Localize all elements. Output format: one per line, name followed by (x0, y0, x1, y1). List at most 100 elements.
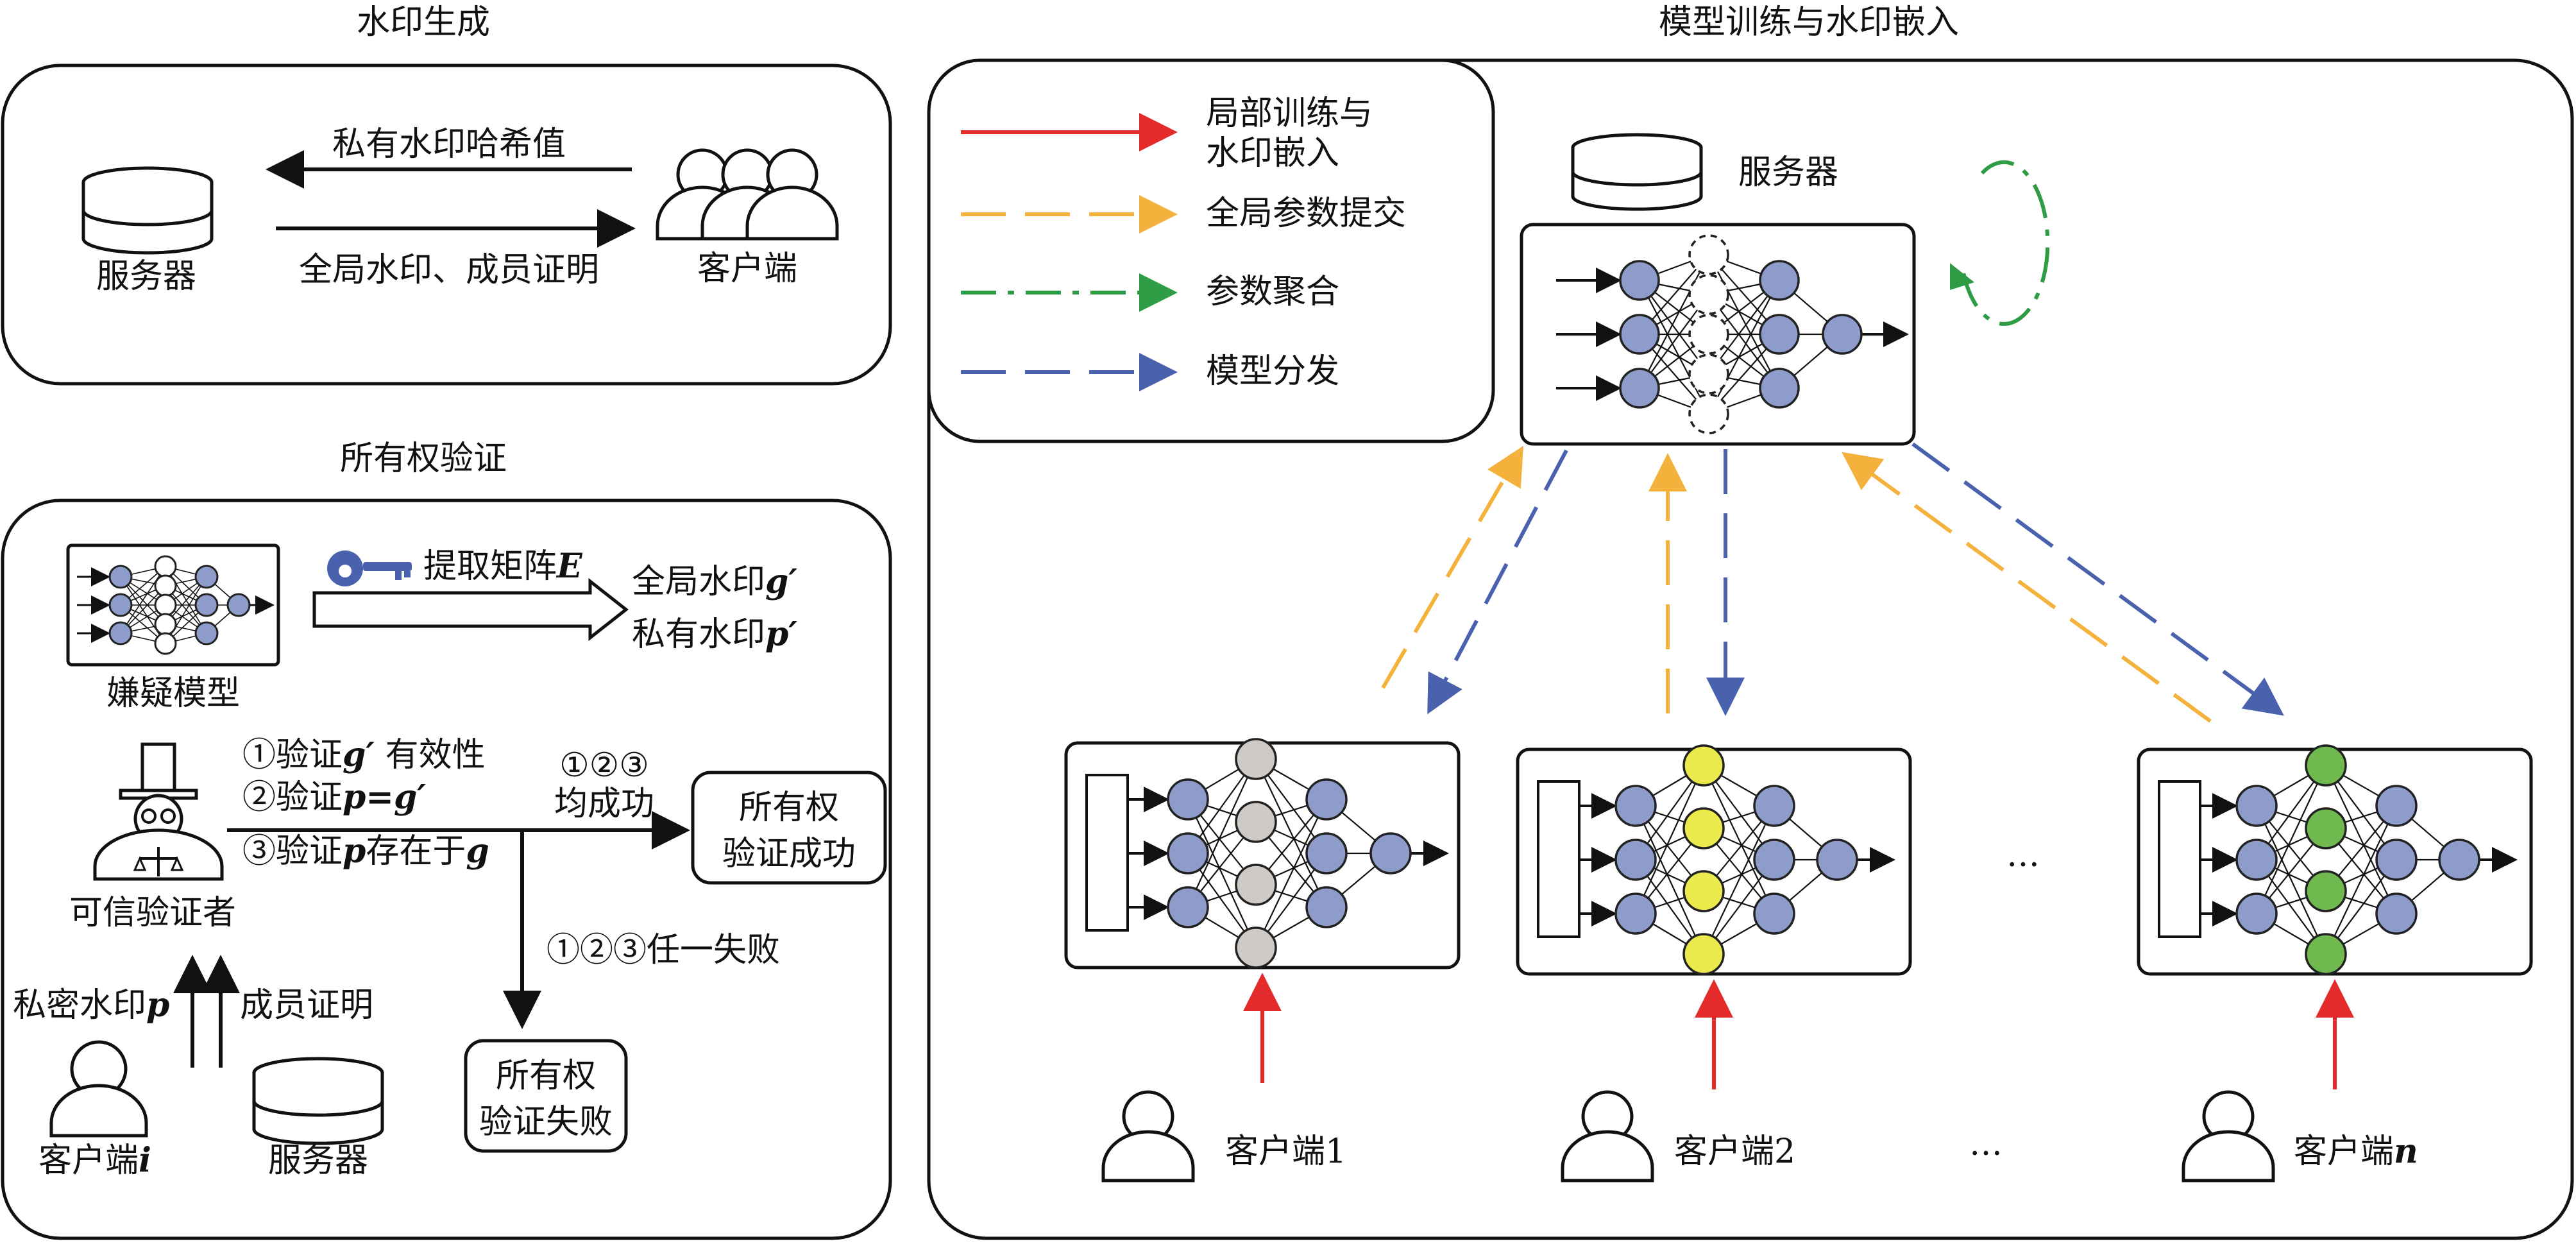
person-icon (2182, 1090, 2275, 1182)
network-connection (2256, 805, 2326, 955)
verify-success-line2: 验证成功 (722, 835, 856, 873)
network-node (1235, 801, 1277, 843)
network-node (1235, 926, 1277, 969)
clients-ellipsis-top: … (2006, 836, 2040, 875)
hidden-node-dashed (1688, 274, 1729, 315)
fail-condition-label: ①②③任一失败 (547, 931, 780, 969)
client2-model-network (1537, 744, 1895, 975)
client1-model-network (1085, 738, 1449, 969)
network-connection (1703, 805, 1775, 955)
arrow-to-client-label: 全局水印、成员证明 (299, 251, 599, 289)
network-connection (2325, 805, 2397, 955)
network-connection (1255, 758, 1327, 908)
legend-label-distribution: 模型分发 (1206, 352, 1339, 391)
step1-text: ①验证g′ 有效性 (242, 735, 486, 774)
network-node (2375, 892, 2418, 935)
network-connection (1255, 799, 1327, 948)
network-node (154, 555, 177, 578)
network-node (154, 613, 177, 636)
network-node (2305, 870, 2347, 912)
network-connection (1187, 758, 1257, 908)
legend-label-aggregation: 参数聚合 (1206, 273, 1339, 311)
network-node (1305, 886, 1348, 928)
network-connection (1187, 799, 1257, 948)
client2-label: 客户端2 (1674, 1132, 1795, 1171)
network-connection (1635, 805, 1704, 955)
network-node (1759, 260, 1800, 301)
verify-fail-line2: 验证失败 (479, 1103, 613, 1141)
network-node (154, 593, 177, 617)
legend-box (927, 58, 1495, 443)
server-icon (81, 166, 214, 255)
network-connection (1639, 254, 1709, 389)
network-connection (1639, 280, 1709, 414)
network-node (2305, 744, 2347, 787)
network-node (2235, 785, 2278, 827)
network-node (1614, 839, 1657, 881)
network-node (1305, 832, 1348, 875)
step2-text: ②验证p=g′ (242, 778, 426, 817)
network-connection (1635, 765, 1704, 914)
network-node (194, 565, 219, 589)
client-label: 客户端 (697, 250, 797, 288)
network-connection (1708, 254, 1780, 389)
training-server-label: 服务器 (1738, 153, 1838, 192)
network-node (1167, 832, 1209, 875)
extract-arrow (312, 577, 629, 642)
suspect-model-network (77, 555, 275, 655)
clientn-label: 客户端n (2294, 1132, 2418, 1171)
server-icon (1571, 133, 1703, 211)
network-node (226, 593, 251, 617)
server-label: 服务器 (96, 257, 196, 296)
network-node (1816, 839, 1858, 881)
network-node (1753, 839, 1795, 881)
network-node (194, 621, 219, 645)
server-icon (252, 1057, 384, 1145)
clientn-distribute-arrow (1911, 442, 2284, 716)
network-node (2305, 933, 2347, 975)
aggregation-loop-arrowhead (1950, 263, 1974, 290)
person-icon (49, 1040, 148, 1138)
network-node (154, 632, 177, 655)
network-node (1682, 807, 1725, 849)
success-condition-line1: ①②③ (559, 746, 649, 785)
person-icon (1561, 1090, 1654, 1182)
section-title-training: 模型训练与水印嵌入 (1659, 3, 1959, 42)
verify-fail-box (464, 1039, 628, 1153)
clientn-submit-arrow (1842, 452, 2212, 723)
network-node (1682, 870, 1725, 912)
network-connection (1703, 765, 1775, 914)
panel-training (927, 58, 2574, 1240)
network-node (1759, 368, 1800, 409)
client-i-label: 客户端i (38, 1141, 151, 1180)
network-node (1167, 886, 1209, 928)
network-connection (2325, 765, 2397, 914)
network-node (2375, 785, 2418, 827)
input-block (2158, 780, 2201, 938)
private-watermark-result: 私有水印p′ (632, 615, 797, 654)
legend-label-local-training-2: 水印嵌入 (1206, 134, 1339, 173)
client1-label: 客户端1 (1225, 1132, 1346, 1171)
hidden-node-dashed (1688, 314, 1729, 355)
panel-ownership-verification (1, 499, 892, 1240)
network-node (1614, 785, 1657, 827)
network-node (1753, 892, 1795, 935)
input-block (1537, 780, 1580, 938)
network-node (2305, 807, 2347, 849)
network-node (2375, 839, 2418, 881)
network-connection (2256, 765, 2326, 914)
extract-matrix-label: 提取矩阵E (423, 547, 583, 586)
network-node (1682, 933, 1725, 975)
clientn-model-network (2158, 744, 2518, 975)
server-model-network (1556, 234, 1909, 434)
network-node (1759, 314, 1800, 355)
hidden-node-dashed (1688, 354, 1729, 395)
trusted-verifier-icon (93, 742, 224, 881)
section-title-ownership-verification: 所有权验证 (340, 440, 507, 478)
client1-submit-arrow (1381, 445, 1524, 689)
aggregation-loop-arrow (1961, 160, 2050, 326)
legend-label-local-training-1: 局部训练与 (1206, 94, 1373, 133)
network-node (1822, 314, 1863, 355)
